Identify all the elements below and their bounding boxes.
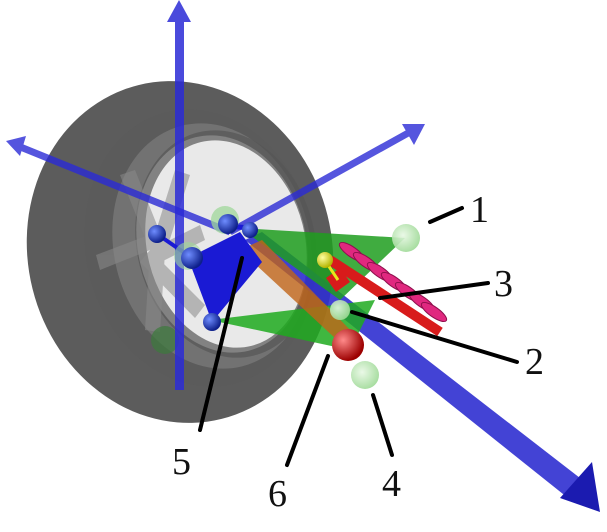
leader-line-6: [285, 354, 330, 467]
joint-node: [181, 247, 203, 269]
callout-label-5: 5: [172, 441, 191, 483]
highlight-point-4: [351, 361, 379, 389]
callout-label-2: 2: [525, 341, 544, 383]
leader-line-4: [371, 393, 394, 457]
damper-upper-node: [317, 252, 333, 268]
joint-node: [242, 222, 258, 238]
axis-upper-left: [6, 136, 232, 236]
joint-node: [203, 313, 221, 331]
axis-lower-right: [245, 232, 600, 512]
callout-label-3: 3: [494, 263, 513, 305]
joint-node: [218, 214, 238, 234]
hardpoints: [148, 206, 420, 389]
spring-coils: [338, 241, 448, 323]
tie-rod: [240, 240, 362, 352]
callout-label-6: 6: [268, 473, 287, 515]
highlight-point-1: [392, 224, 420, 252]
axis-upper-right: [228, 124, 425, 236]
leader-line-5: [198, 256, 244, 432]
axis-vertical: [167, 0, 191, 390]
callout-label-4: 4: [382, 463, 401, 505]
leader-line-2: [350, 310, 519, 364]
joint-node: [148, 225, 166, 243]
coordinate-axes: [6, 0, 600, 512]
upright: [188, 232, 262, 322]
highlight-point-2: [330, 300, 350, 320]
callout-labels: 1 2 3 4 5 6: [172, 189, 544, 515]
callout-label-1: 1: [470, 189, 489, 231]
ball-joint: [332, 329, 364, 361]
leader-line-1: [428, 206, 464, 224]
hub-highlight: [151, 326, 179, 354]
leader-line-3: [378, 281, 490, 300]
callout-lines: [198, 206, 519, 467]
